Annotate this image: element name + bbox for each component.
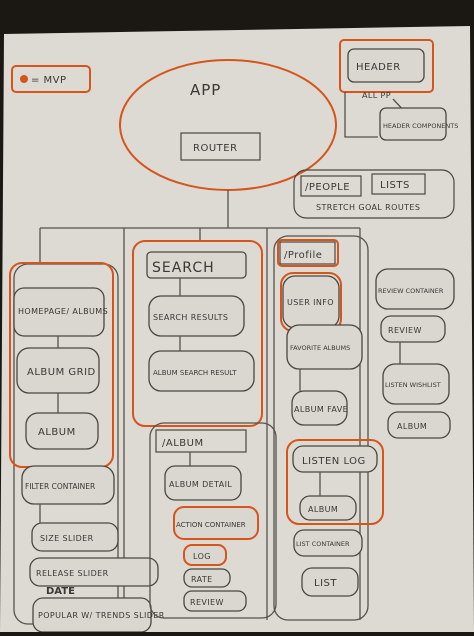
node-album-wishlist-box [387,411,451,439]
node-size-slider: SIZE SLIDER [40,534,94,543]
node-lists: LISTS [380,180,410,191]
node-rate-box [183,568,231,588]
node-user-info: USER INFO [287,298,334,307]
node-review-side: REVIEW [388,326,422,335]
node-popular-trends-slider: POPULAR W/ TRENDS SLIDER [38,611,165,620]
header-highlight [339,39,434,93]
search-highlight [132,240,263,427]
node-stretch-goal-routes: STRETCH GOAL ROUTES [316,203,420,212]
node-album-detail: ALBUM DETAIL [169,480,232,489]
node-listen-log-box [292,445,378,473]
node-album-home: ALBUM [38,427,76,438]
node-size-slider-box [31,522,119,552]
node-header: HEADER [356,62,401,73]
node-review: REVIEW [190,598,224,607]
node-lists-box [371,173,426,195]
node-review-side-box [380,315,446,343]
node-people: /PEOPLE [305,182,350,193]
node-search: SEARCH [152,260,215,276]
node-search-results: SEARCH RESULTS [153,313,228,322]
node-profile-box [279,241,336,265]
node-favorite-albums-box [286,324,363,370]
node-album-log-box [299,495,357,521]
node-router: ROUTER [193,143,238,154]
node-search-box [146,251,247,279]
node-homepage-albums-box [13,287,105,337]
node-log: LOG [193,552,211,561]
node-people-box [300,175,362,197]
node-action-container: ACTION CONTAINER [176,521,246,529]
profile-highlight [277,239,339,267]
listen-log-highlight [286,439,384,525]
node-review-container: REVIEW CONTAINER [378,287,444,295]
node-album-search-result-box [148,350,255,392]
node-header-box [347,48,425,83]
node-album-grid: ALBUM GRID [27,367,96,378]
node-release-slider: RELEASE SLIDER [36,569,109,578]
album-column-outline [149,422,277,619]
node-search-results-box [148,295,245,337]
node-album-route-box [155,429,247,453]
node-rate: RATE [191,575,213,584]
node-list-container-box [293,529,363,557]
node-release-slider-box [29,557,159,587]
node-listen-wishlist-box [382,363,450,405]
profile-column-outline [273,235,369,621]
action-container-highlight [173,506,259,540]
node-album-log: ALBUM [308,505,338,514]
node-list-container: LIST CONTAINER [296,540,350,548]
node-album-wishlist: ALBUM [397,422,427,431]
node-filter-container-box [21,465,115,505]
node-album-search-result: ALBUM SEARCH RESULT [153,369,237,377]
node-album-home-box [25,412,99,450]
log-highlight [183,544,227,566]
node-filter-container: FILTER CONTAINER [25,482,95,491]
node-list-box [301,567,359,597]
node-all-pp: ALL PP [362,91,391,100]
node-review-container-box [375,268,455,310]
node-album-route: /ALBUM [162,438,204,449]
node-date: DATE [46,586,75,597]
node-album-fave-box [291,390,348,426]
node-app: APP [190,81,221,99]
node-album-detail-box [164,465,242,501]
node-homepage-albums: HOMEPAGE/ ALBUMS [18,307,108,316]
node-profile: /Profile [284,250,322,261]
node-header-components: HEADER COMPONENTS [383,122,458,130]
node-listen-log: LISTEN LOG [302,456,366,467]
node-header-components-box [379,107,447,141]
node-review-box [183,590,247,612]
node-list: LIST [314,578,337,589]
node-listen-wishlist: LISTEN WISHLIST [385,381,441,389]
node-router-box [180,132,261,161]
node-favorite-albums: FAVORITE ALBUMS [290,344,350,352]
stretch-routes-container [293,169,455,219]
legend: = MVP [11,65,91,93]
node-album-fave: ALBUM FAVE [294,405,348,414]
mvp-dot-icon [20,75,28,83]
legend-label: = MVP [31,75,67,86]
